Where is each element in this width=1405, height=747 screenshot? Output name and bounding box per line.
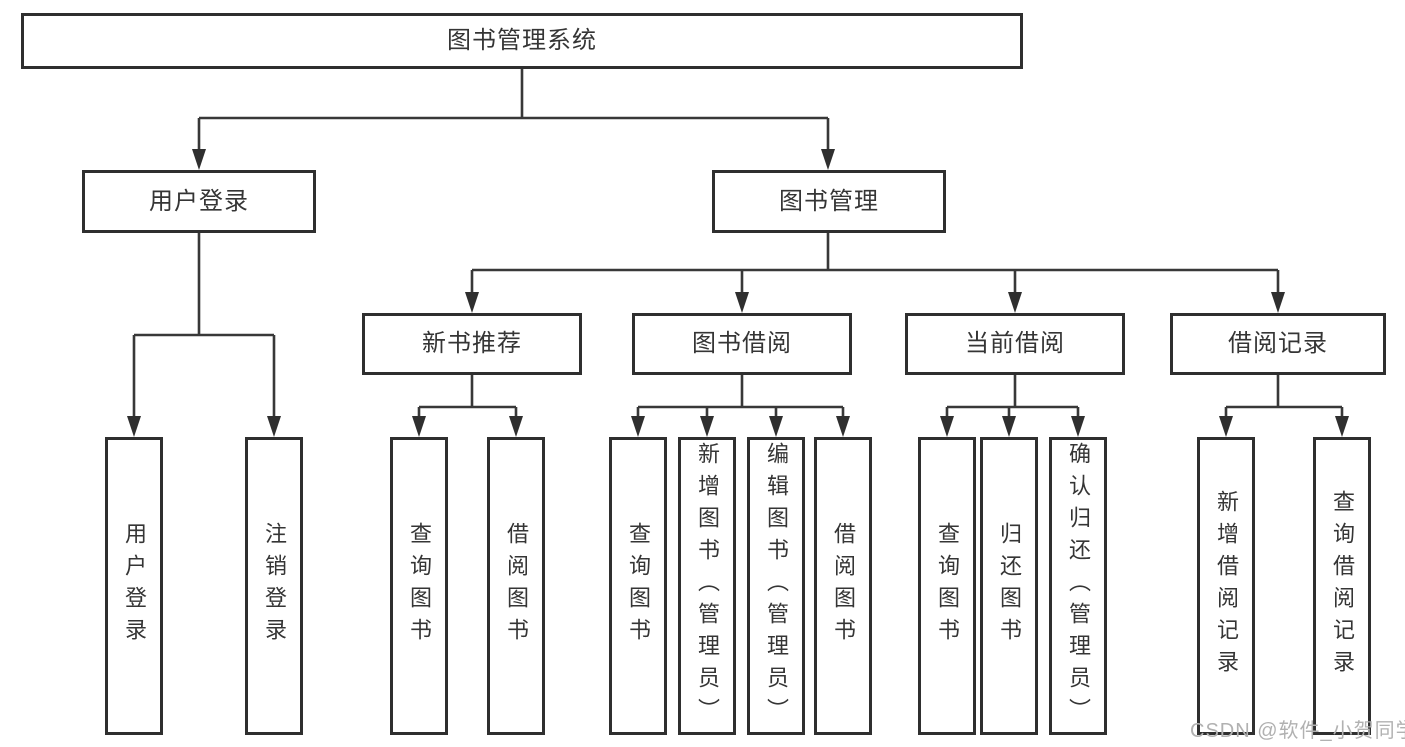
node-leaf-query-borrow-record: 查询借阅记录 [1313,437,1371,735]
node-book-borrow: 图书借阅 [632,313,852,375]
node-leaf-query-book-current: 查询图书 [918,437,976,735]
node-leaf-return-book: 归还图书 [980,437,1038,735]
node-borrow-record-label: 借阅记录 [1228,330,1328,357]
arrowheads [127,149,1349,437]
node-current-borrow: 当前借阅 [905,313,1125,375]
node-leaf-add-book-admin: 新增图书（管理员） [678,437,736,735]
node-library-management-system-label: 图书管理系统 [447,27,597,54]
node-library-management-system: 图书管理系统 [21,13,1023,69]
node-current-borrow-label: 当前借阅 [965,330,1065,357]
node-leaf-borrow-book-recommend: 借阅图书 [487,437,545,735]
node-leaf-query-book-borrow-label: 查询图书 [626,522,651,650]
node-new-book-recommend: 新书推荐 [362,313,582,375]
node-user-login: 用户登录 [82,170,316,233]
node-leaf-confirm-return-admin: 确认归还（管理员） [1049,437,1107,735]
node-leaf-query-book-borrow: 查询图书 [609,437,667,735]
node-leaf-query-book-recommend: 查询图书 [390,437,448,735]
node-leaf-borrow-book-label: 借阅图书 [831,522,856,650]
node-leaf-logout-label: 注销登录 [262,522,287,650]
node-leaf-query-borrow-record-label: 查询借阅记录 [1330,490,1355,682]
node-leaf-user-login: 用户登录 [105,437,163,735]
node-leaf-query-book-recommend-label: 查询图书 [407,522,432,650]
node-borrow-record: 借阅记录 [1170,313,1386,375]
node-leaf-edit-book-admin-label: 编辑图书（管理员） [764,442,789,730]
node-leaf-logout: 注销登录 [245,437,303,735]
node-leaf-borrow-book: 借阅图书 [814,437,872,735]
csdn-watermark: CSDN @软件_小贺同学 [1190,720,1405,742]
node-leaf-add-book-admin-label: 新增图书（管理员） [695,442,720,730]
node-leaf-return-book-label: 归还图书 [997,522,1022,650]
node-user-login-label: 用户登录 [149,187,249,215]
node-new-book-recommend-label: 新书推荐 [422,330,522,357]
tree-edges [132,69,1344,418]
node-leaf-borrow-book-recommend-label: 借阅图书 [504,522,529,650]
node-book-borrow-label: 图书借阅 [692,330,792,357]
node-leaf-add-borrow-record-label: 新增借阅记录 [1214,490,1239,682]
node-leaf-confirm-return-admin-label: 确认归还（管理员） [1066,442,1091,730]
node-leaf-query-book-current-label: 查询图书 [935,522,960,650]
node-book-management: 图书管理 [712,170,946,233]
node-leaf-user-login-label: 用户登录 [122,522,147,650]
node-leaf-edit-book-admin: 编辑图书（管理员） [747,437,805,735]
node-leaf-add-borrow-record: 新增借阅记录 [1197,437,1255,735]
node-book-management-label: 图书管理 [779,187,879,215]
